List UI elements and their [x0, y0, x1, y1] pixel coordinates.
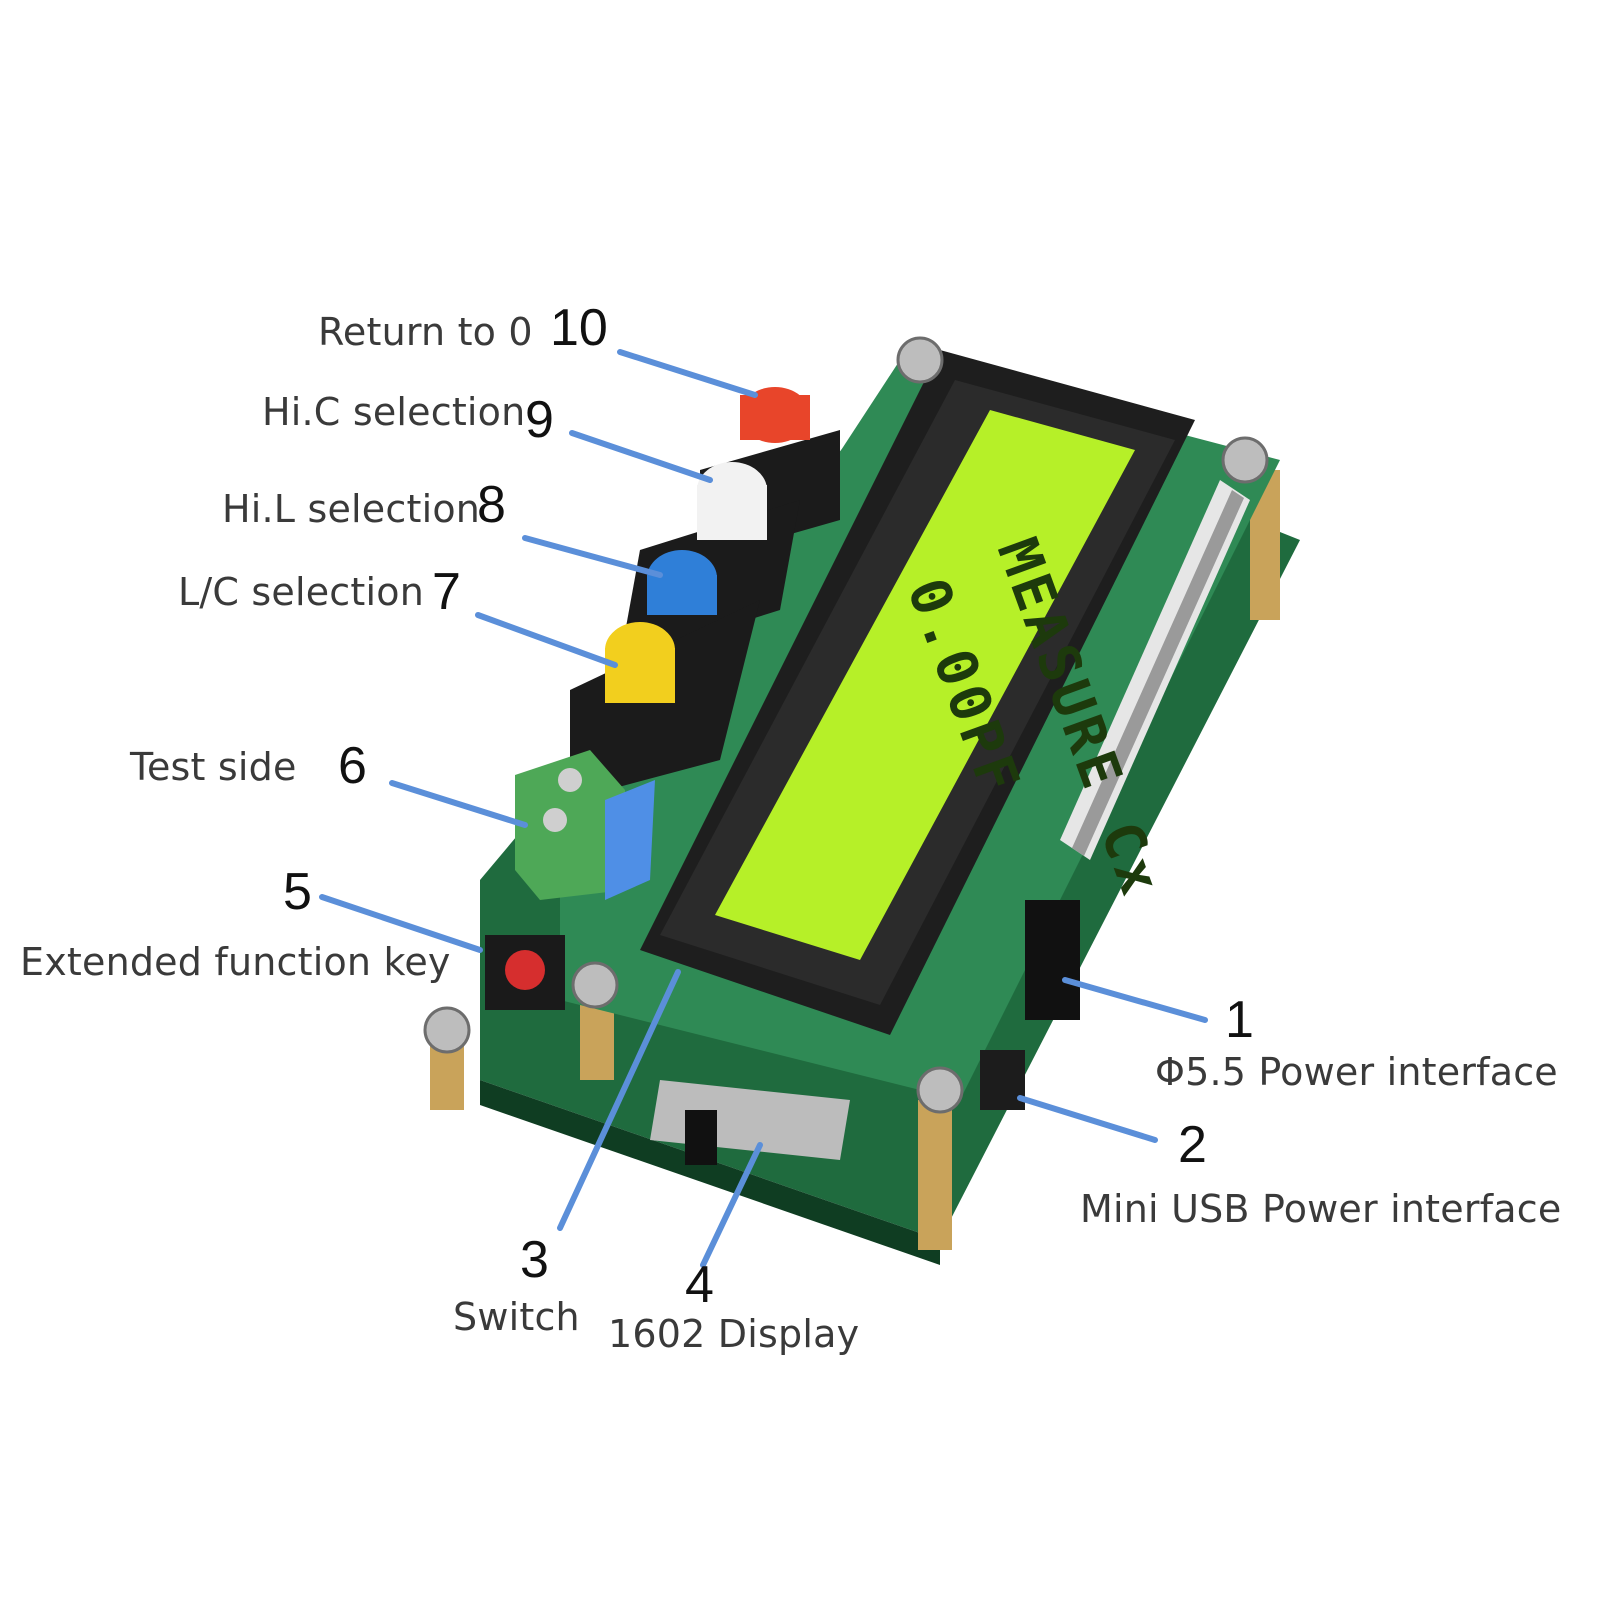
- lcd-screen: [715, 410, 1135, 960]
- callout-2-label: Mini USB Power interface: [1080, 1187, 1562, 1231]
- slide-switch: [650, 1080, 850, 1165]
- standoff: [918, 1100, 952, 1250]
- callout-6-label: Test side: [130, 745, 297, 789]
- callout-5-number: 5: [283, 863, 312, 921]
- callout-lines: [319, 349, 1208, 1268]
- test-terminal: [515, 750, 655, 900]
- header-pins: [1060, 480, 1250, 860]
- callout-10-number: 10: [550, 299, 608, 357]
- callout-9-label: Hi.C selection: [262, 390, 526, 434]
- dc-jack: [1025, 900, 1080, 1020]
- standoff: [580, 1000, 614, 1080]
- callout-4-number: 4: [685, 1256, 714, 1314]
- callout-7-number: 7: [432, 563, 461, 621]
- callout-2-number: 2: [1178, 1116, 1207, 1174]
- callout-5-label: Extended function key: [20, 940, 451, 984]
- callout-4-label: 1602 Display: [608, 1312, 860, 1356]
- callout-10-label: Return to 0: [318, 310, 533, 354]
- callout-1-number: 1: [1225, 991, 1254, 1049]
- mini-usb-port: [980, 1050, 1025, 1110]
- callout-3-label: Switch: [453, 1295, 580, 1339]
- callout-8-number: 8: [477, 476, 506, 534]
- screws: [423, 336, 1269, 1114]
- extended-function-key: [485, 935, 565, 1010]
- callout-3-number: 3: [520, 1231, 549, 1289]
- button-column: [570, 387, 840, 800]
- callout-7-label: L/C selection: [178, 570, 424, 614]
- callout-1-label: Φ5.5 Power interface: [1155, 1050, 1558, 1094]
- callout-9-number: 9: [525, 391, 554, 449]
- callout-6-number: 6: [338, 737, 367, 795]
- callout-8-label: Hi.L selection: [222, 487, 481, 531]
